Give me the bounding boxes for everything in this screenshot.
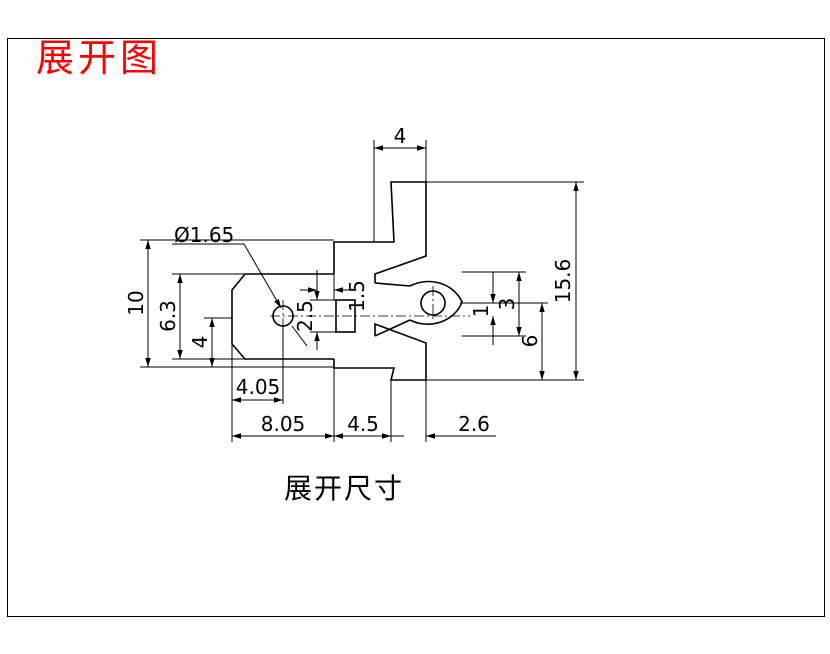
label-ring-inner: 1 xyxy=(469,305,493,318)
label-ring-height: 3 xyxy=(495,298,519,311)
upper-body xyxy=(333,181,427,283)
label-tab-inner: 4 xyxy=(188,336,212,349)
ring-outer xyxy=(409,280,463,325)
center-lines xyxy=(270,286,470,335)
label-left-length: 8.05 xyxy=(261,412,306,436)
dimension-lines xyxy=(145,145,579,439)
lower-body xyxy=(333,322,427,381)
label-lower-height: 6 xyxy=(518,335,542,348)
label-right-length: 2.6 xyxy=(458,412,490,436)
label-total-height: 15.6 xyxy=(551,259,575,304)
drawing-heading: 展开图 xyxy=(36,36,163,80)
dimension-labels: Ø1.65 4 1.5 2.5 15.6 10 6.3 4 3 1 6 4.05… xyxy=(124,124,575,436)
label-mid-length: 4.5 xyxy=(347,412,379,436)
part-outline xyxy=(231,181,463,381)
drawing-caption: 展开尺寸 xyxy=(284,472,405,505)
slot-height-leader xyxy=(291,325,308,347)
label-top-width: 4 xyxy=(394,124,407,148)
drawing-frame xyxy=(7,38,825,617)
label-outer-height: 10 xyxy=(124,290,148,315)
label-hole-diameter: Ø1.65 xyxy=(174,223,234,247)
label-slot-height: 2.5 xyxy=(293,300,317,332)
label-tab-height: 6.3 xyxy=(156,300,180,332)
label-hole-offset: 4.05 xyxy=(236,375,281,399)
hole-diameter-leader xyxy=(172,243,282,309)
left-tab xyxy=(231,273,334,360)
label-slot-width: 1.5 xyxy=(345,280,369,312)
